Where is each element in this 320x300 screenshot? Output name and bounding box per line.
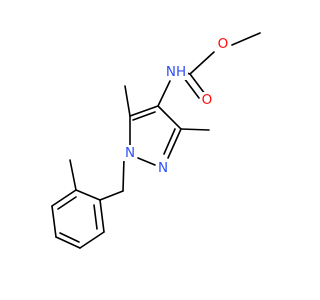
bond-carbonyl-double-1 bbox=[189, 73, 206, 95]
ring-n1-label: N bbox=[125, 145, 135, 161]
bond-c3-n2-inner bbox=[163, 128, 176, 155]
ester-oxygen-label: O bbox=[218, 36, 229, 52]
bond-ester-o-carbonyl-c bbox=[189, 51, 215, 75]
bond-c3-methyl bbox=[180, 128, 210, 131]
bond-benzene-3 bbox=[79, 231, 105, 249]
amide-nh-label: NH bbox=[166, 64, 186, 80]
bond-benzene-6 bbox=[51, 189, 77, 207]
bond-benzene-2-inner bbox=[93, 204, 98, 230]
bond-c4-c5 bbox=[129, 105, 159, 117]
bond-n1-ch2 bbox=[122, 157, 125, 192]
bond-c3-n2 bbox=[167, 128, 182, 159]
bond-benzene-5 bbox=[51, 205, 57, 238]
bond-nh-c4 bbox=[157, 80, 171, 107]
bond-c5-methyl bbox=[124, 85, 131, 117]
bond-lines bbox=[51, 32, 261, 249]
bond-benzene-2 bbox=[99, 199, 105, 233]
bond-carbonyl-double-2 bbox=[183, 77, 200, 99]
bond-aryl-methyl bbox=[69, 159, 77, 191]
ring-n2-label: N bbox=[158, 160, 168, 176]
carbonyl-oxygen-label: O bbox=[202, 92, 213, 108]
bond-ch2-aryl bbox=[99, 190, 124, 201]
bond-benzene-4 bbox=[55, 236, 81, 249]
atom-labels: O O NH N N bbox=[123, 36, 230, 176]
bond-benzene-1 bbox=[75, 189, 101, 201]
bond-methyl-ester-o bbox=[231, 32, 261, 46]
bond-c4-c5-inner bbox=[132, 111, 156, 121]
bond-benzene-4-inner bbox=[59, 232, 80, 243]
molecule-structure-drawing: O O NH N N bbox=[51, 32, 261, 249]
bond-benzene-6-inner bbox=[57, 196, 77, 210]
bond-c4-c3 bbox=[157, 105, 182, 130]
bond-n2-n1 bbox=[137, 157, 156, 166]
